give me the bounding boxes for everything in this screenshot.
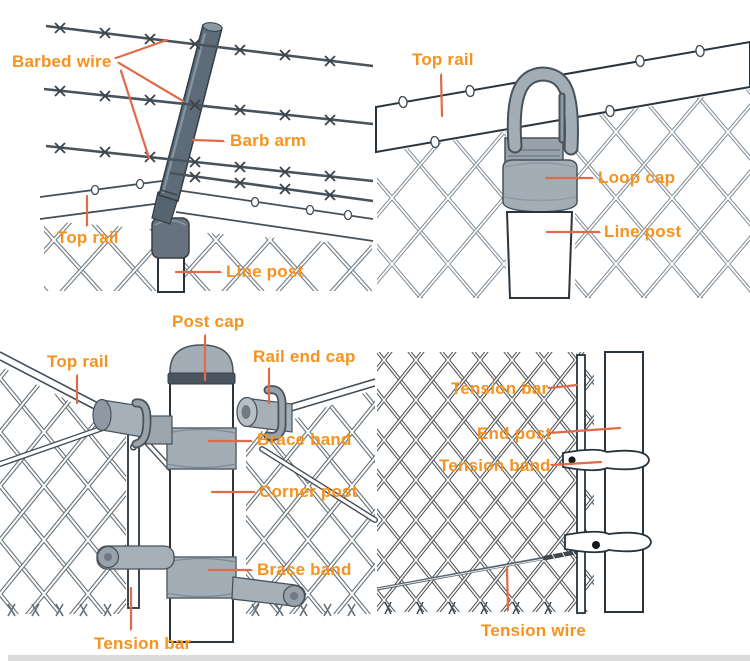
mesh-bottom-ends-bl [7, 603, 356, 617]
panel-top-left [39, 22, 374, 293]
loop-cap-part [502, 66, 579, 213]
post-cap-ring [167, 372, 236, 385]
rail-end-cap-part [236, 385, 293, 441]
tension-bar-br-part [576, 354, 586, 614]
tie-wire-loops-tr [398, 44, 705, 149]
label-loop-cap: Loop cap [598, 168, 676, 187]
label-brace-band-upper: Brace band [257, 430, 352, 449]
arrow-barb-arm [191, 138, 223, 141]
label-top-rail-bl: Top rail [47, 352, 109, 371]
line-post-tl [157, 255, 185, 293]
label-post-cap: Post cap [172, 312, 245, 331]
line-post-tr [505, 211, 574, 299]
panel-bottom-right [376, 351, 652, 615]
label-tension-bar-br: Tension bar [451, 379, 549, 398]
arrow-tension-bar-br [549, 385, 579, 388]
arrow-barbed-wire-3 [121, 71, 151, 160]
label-brace-band-lower: Brace band [257, 560, 352, 579]
loop-cap-collar [502, 159, 578, 213]
label-tension-band: Tension band [439, 456, 551, 475]
label-rail-end-cap: Rail end cap [253, 347, 356, 366]
label-corner-post: Corner post [259, 482, 358, 501]
chain-link-mesh-bl-right [246, 389, 375, 614]
arrow-top-rail-tr [439, 75, 442, 118]
label-end-post: End post [477, 424, 552, 443]
rail-end-sleeve-left [92, 398, 173, 449]
chain-link-mesh-tr-left [377, 131, 506, 298]
label-line-post-tr: Line post [604, 222, 682, 241]
barb-arm-part [151, 22, 223, 225]
label-top-rail-tl: Top rail [57, 228, 119, 247]
label-barb-arm: Barb arm [230, 131, 307, 150]
tension-band-lower-part [564, 530, 652, 554]
label-barbed-wire: Barbed wire [12, 52, 112, 71]
tie-wire-loops-tl [90, 178, 353, 221]
panel-bottom-left [0, 344, 378, 643]
chain-link-mesh-tl [44, 221, 372, 291]
top-rail-tube-tl [39, 178, 374, 242]
chain-link-mesh-tr-right [575, 89, 750, 298]
end-post-part [604, 351, 644, 613]
arrow-barbed-wire-2 [119, 63, 185, 103]
arrow-tension-band [552, 462, 603, 467]
label-line-post-tl: Line post [226, 262, 304, 281]
top-rail-bl [0, 351, 376, 413]
brace-band-lower-part [166, 556, 237, 599]
callout-arrows [75, 38, 622, 629]
arrow-barbed-wire-1 [116, 38, 169, 58]
lower-brace-arm-right [231, 576, 306, 608]
arrow-end-post [549, 428, 622, 433]
wire-barbs [54, 22, 336, 201]
panel-top-right [375, 40, 750, 299]
label-tension-wire: Tension wire [481, 621, 587, 640]
label-top-rail-tr: Top rail [412, 50, 474, 69]
arrow-tension-wire [507, 566, 510, 610]
tension-band-upper-part [562, 448, 650, 472]
corner-post-part [169, 379, 234, 643]
lower-brace-arm-left [96, 545, 175, 570]
barbed-wire-strands [43, 22, 374, 203]
label-tension-bar-bl: Tension bar [94, 634, 192, 653]
image-bottom-strip [8, 655, 750, 661]
brace-band-upper-part [166, 427, 237, 470]
